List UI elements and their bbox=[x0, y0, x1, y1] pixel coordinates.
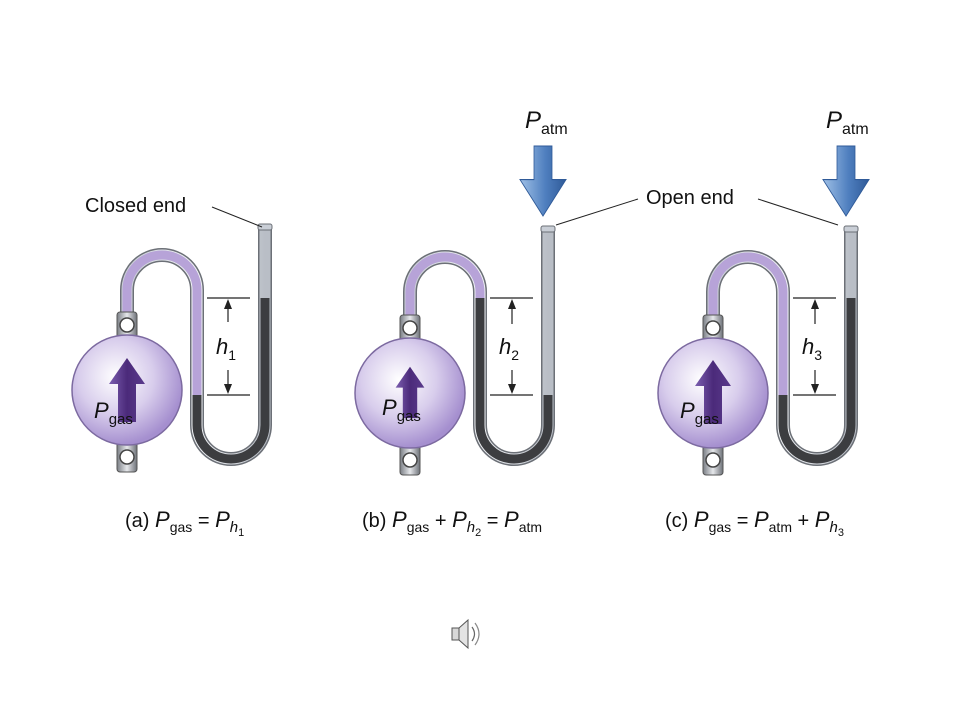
closed-end-label: Closed end bbox=[85, 195, 186, 217]
h3-label: h3 bbox=[802, 334, 822, 363]
p-gas-label-b: Pgas bbox=[382, 395, 421, 425]
manometer-b: h2 Pgas Patm (b) Pgas + Ph2 = Patm bbox=[354, 107, 568, 539]
p-atm-label-b: Patm bbox=[525, 107, 568, 138]
p-atm-arrow-b bbox=[519, 145, 567, 217]
manometer-c: h3 Pgas Patm (c) Pgas = Patm + Ph3 bbox=[657, 107, 870, 539]
caption-b: (b) Pgas + Ph2 = Patm bbox=[362, 507, 542, 539]
p-gas-label-c: Pgas bbox=[680, 398, 719, 428]
manometer-a: h1 Pgas Closed end (a) Pgas = Ph1 bbox=[71, 195, 273, 539]
p-gas-label-a: Pgas bbox=[94, 398, 133, 428]
p-atm-label-c: Patm bbox=[826, 107, 869, 138]
h1-label: h1 bbox=[216, 334, 236, 363]
speaker-icon[interactable] bbox=[451, 618, 480, 650]
h2-label: h2 bbox=[499, 334, 519, 363]
open-end-label: Open end bbox=[646, 187, 734, 209]
caption-c: (c) Pgas = Patm + Ph3 bbox=[665, 507, 844, 539]
caption-a: (a) Pgas = Ph1 bbox=[125, 507, 244, 539]
p-atm-arrow-c bbox=[822, 145, 870, 217]
